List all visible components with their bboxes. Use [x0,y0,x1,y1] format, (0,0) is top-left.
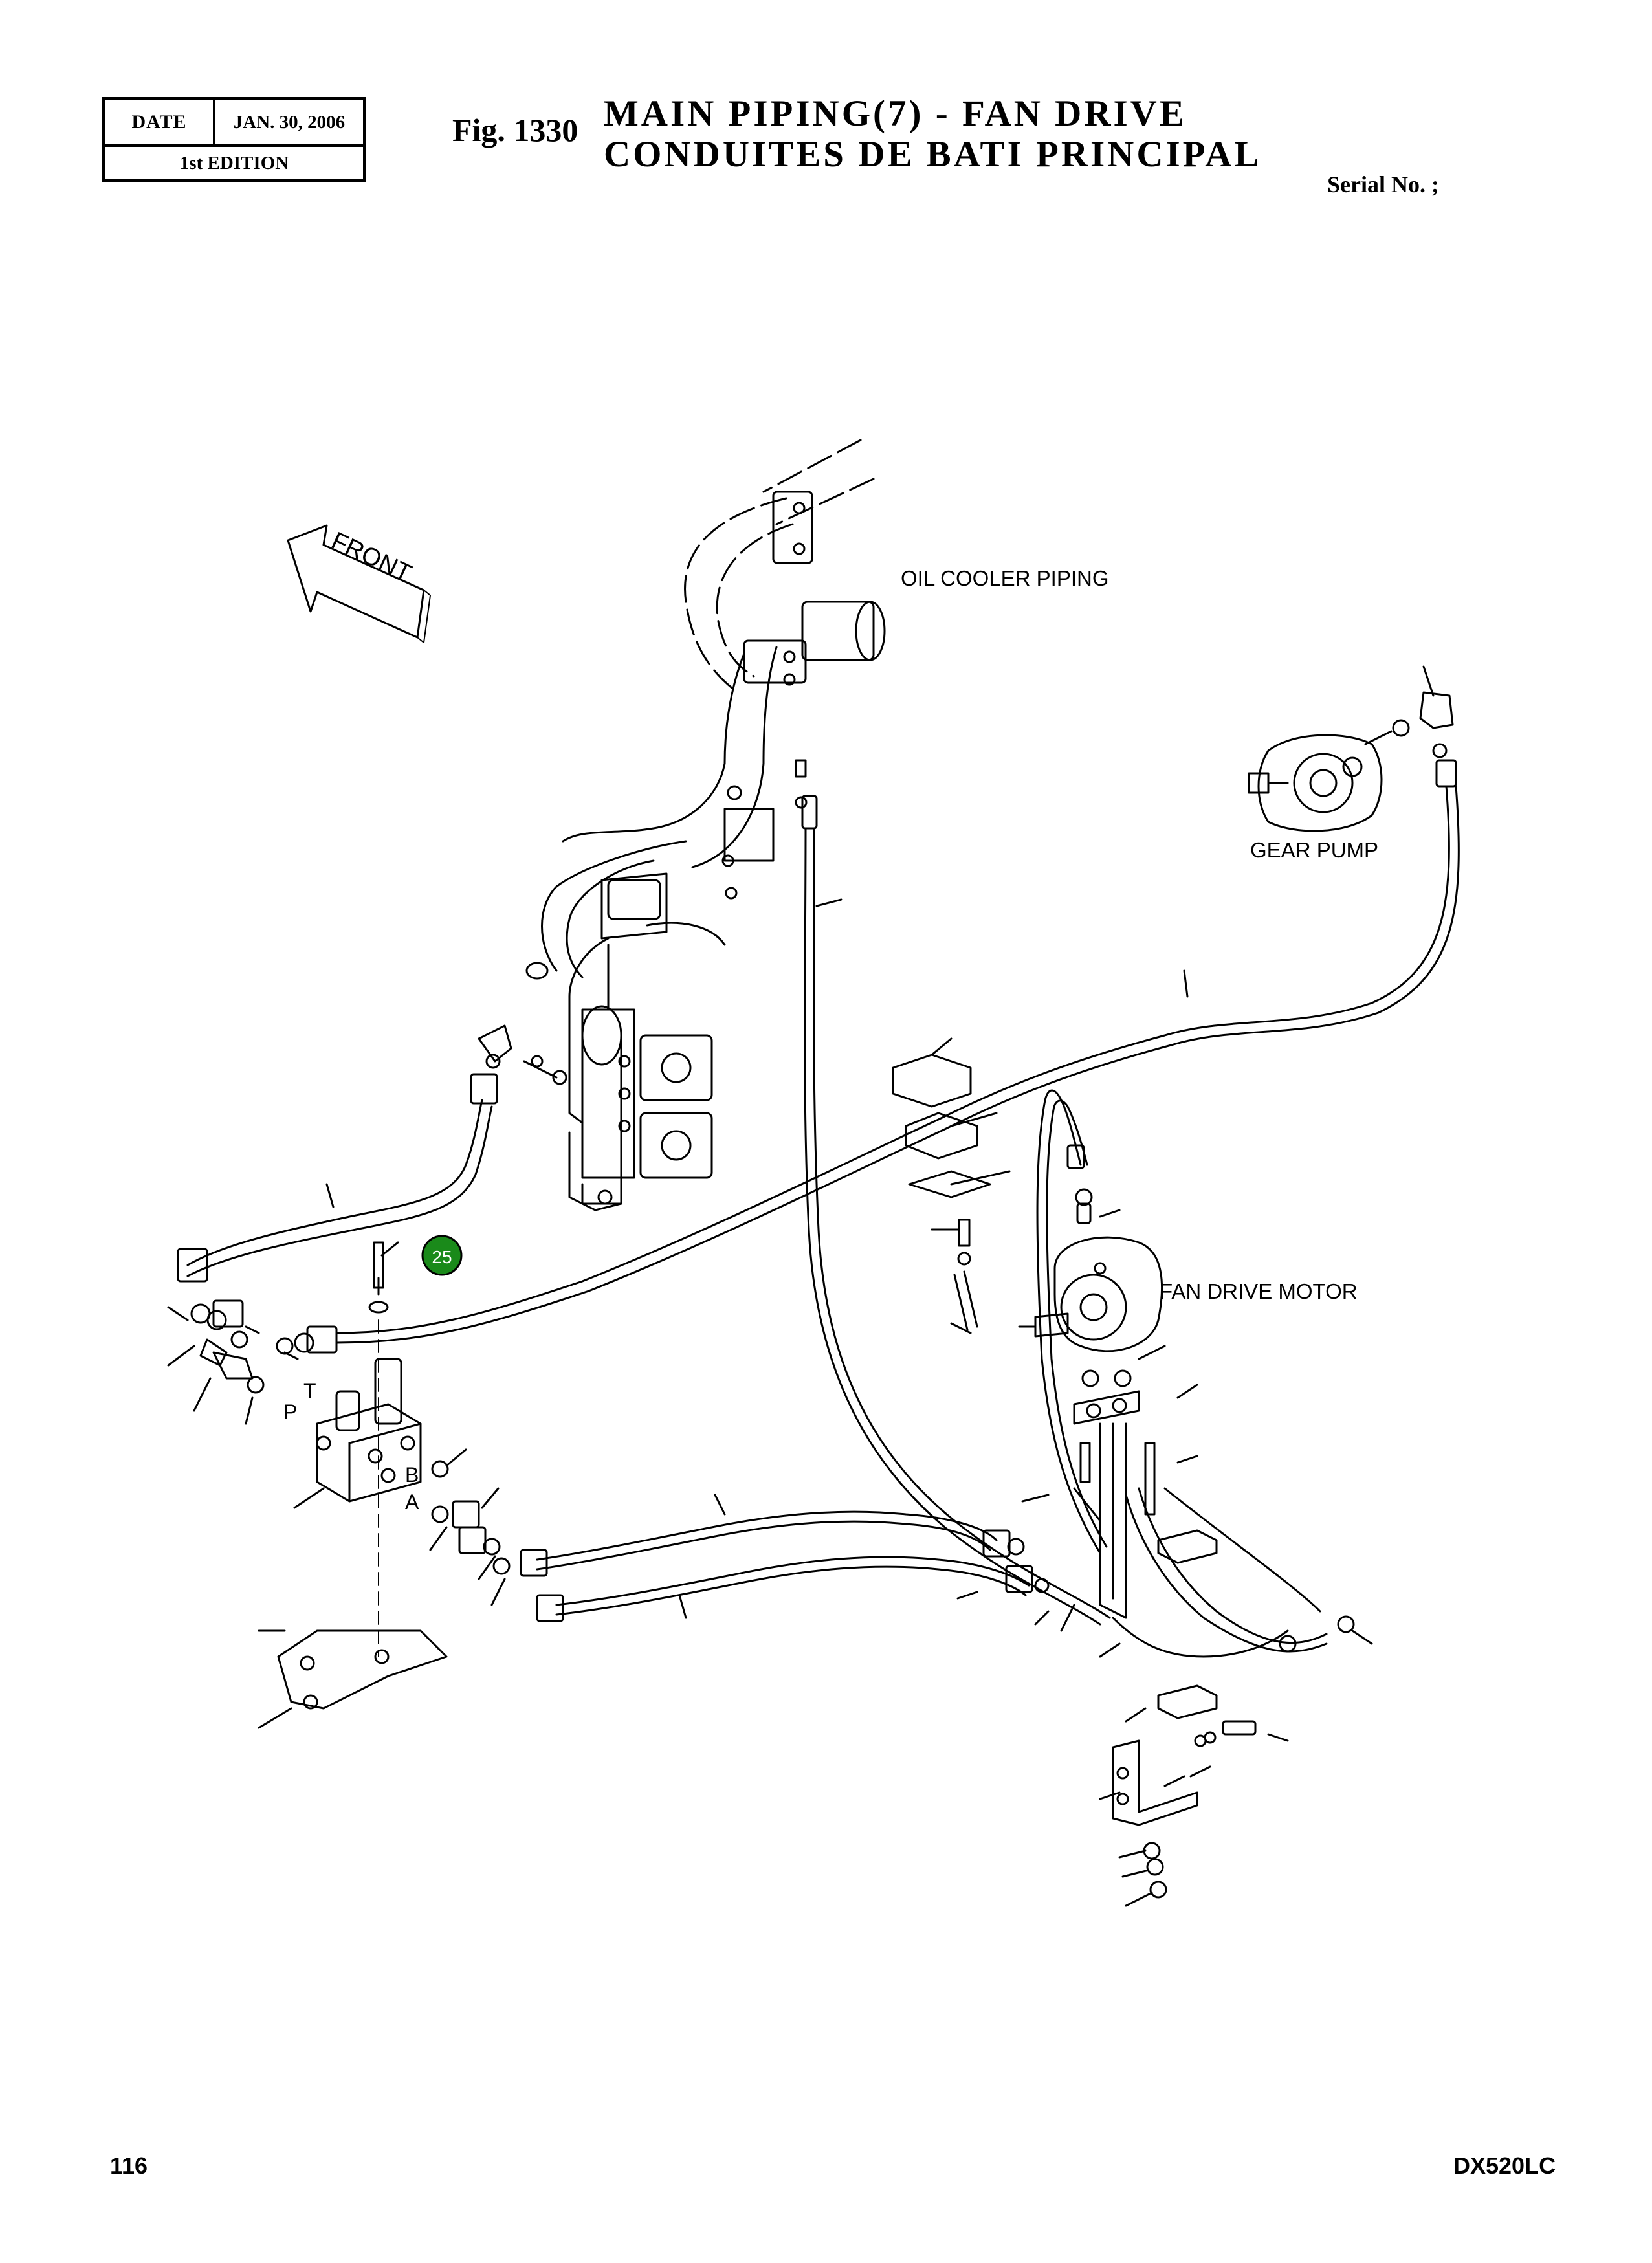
fan-drive-motor-label: FAN DRIVE MOTOR [1160,1279,1358,1303]
hose-valve-to-oil-cooler [177,1024,512,1283]
port-p-label: P [283,1400,297,1424]
figure-number: Fig. 1330 [452,112,578,148]
fan-drive-motor [1018,1089,1163,1554]
front-arrow-icon [287,524,431,643]
front-label: FRONT [327,527,415,587]
page-number: 116 [110,2152,148,2179]
port-fittings [429,1448,511,1606]
callout-25: 25 [421,1235,463,1276]
hoses-to-fan-motor [520,1494,1050,1622]
valve-support-plate [258,1629,448,1729]
page-title-fr: CONDUITES DE BATI PRINCIPAL [604,134,1262,175]
leader-lines [956,1209,1198,1723]
port-a-label: A [405,1490,419,1514]
mounting-bracket [1099,1720,1289,1907]
gear-pump-label: GEAR PUMP [1250,838,1378,862]
serial-number: Serial No. ; [1327,171,1439,197]
oil-cooler-piping [523,439,886,1211]
motor-manifold [1073,1390,1373,1719]
oil-cooler-label: OIL COOLER PIPING [901,566,1109,590]
date-label: DATE [105,100,215,144]
control-valve-block [167,1241,422,1657]
date-value: JAN. 30, 2006 [233,112,346,133]
model-number: DX520LC [1453,2152,1556,2179]
edition-label: 1st EDITION [179,153,289,173]
gear-pump [1248,665,1457,832]
hose-clamp [892,1037,1011,1334]
hose-gear-pump-to-valve [335,785,1460,1344]
page-title-en: MAIN PIPING(7) - FAN DRIVE [604,93,1187,134]
callout-number: 25 [432,1247,452,1267]
port-b-label: B [405,1463,419,1486]
port-t-label: T [303,1379,316,1402]
date-edition-box: DATE JAN. 30, 2006 1st EDITION [102,97,366,182]
long-hose-vertical [801,795,1111,1626]
